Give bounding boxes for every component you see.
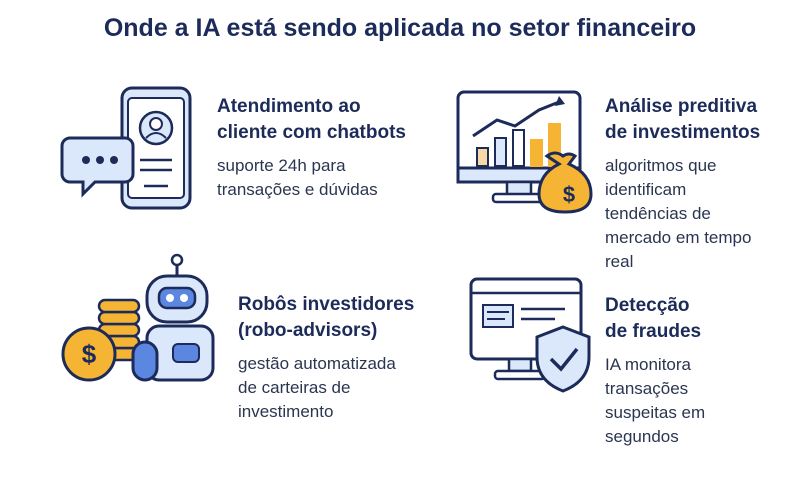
- card-heading: Detecção de fraudes: [605, 293, 795, 345]
- description-line: suporte 24h para: [217, 156, 346, 175]
- card-robo-advisors: $ Robôs investidores (robo-advisors) ges…: [55, 250, 435, 430]
- svg-text:$: $: [563, 182, 575, 207]
- heading-line: Análise preditiva: [605, 96, 758, 117]
- description-line: IA monitora: [605, 355, 691, 374]
- card-heading: Análise preditiva de investimentos: [605, 94, 795, 146]
- description-line: real: [605, 252, 634, 271]
- heading-line: Robôs investidores: [238, 294, 415, 315]
- description-line: tendências de: [605, 204, 711, 223]
- heading-line: cliente com chatbots: [217, 122, 406, 143]
- description-line: transações: [605, 379, 689, 398]
- description-line: segundos: [605, 427, 679, 446]
- card-fraud-detection: Detecção de fraudes IA monitora transaçõ…: [465, 275, 795, 455]
- description-line: transações e dúvidas: [217, 180, 378, 199]
- heading-line: (robo-advisors): [238, 320, 378, 341]
- card-description: algoritmos que identificam tendências de…: [605, 154, 795, 274]
- description-line: suspeitas em: [605, 403, 706, 422]
- investment-chart-icon: $: [456, 90, 593, 214]
- svg-text:$: $: [82, 339, 97, 369]
- heading-line: Detecção: [605, 295, 690, 316]
- card-chatbots: Atendimento ao cliente com chatbots supo…: [60, 80, 420, 230]
- card-heading: Robôs investidores (robo-advisors): [238, 292, 438, 344]
- heading-line: de fraudes: [605, 321, 702, 342]
- description-line: investimento: [238, 402, 334, 421]
- description-line: mercado em tempo: [605, 228, 752, 247]
- description-line: algoritmos que: [605, 156, 717, 175]
- robot-coins-icon: $: [61, 253, 215, 382]
- heading-line: Atendimento ao: [217, 96, 361, 117]
- chatbot-phone-icon: [60, 86, 192, 210]
- description-line: identificam: [605, 180, 687, 199]
- description-line: de carteiras de: [238, 378, 351, 397]
- card-description: gestão automatizada de carteiras de inve…: [238, 352, 438, 424]
- fraud-shield-icon: [469, 277, 591, 393]
- description-line: gestão automatizada: [238, 354, 396, 373]
- heading-line: de investimentos: [605, 122, 761, 143]
- card-predictive-analysis: $ Análise preditiva de investimentos alg…: [455, 88, 795, 278]
- card-description: suporte 24h para transações e dúvidas: [217, 154, 427, 202]
- card-heading: Atendimento ao cliente com chatbots: [217, 94, 427, 146]
- page-title: Onde a IA está sendo aplicada no setor f…: [103, 14, 697, 42]
- card-description: IA monitora transações suspeitas em segu…: [605, 353, 795, 449]
